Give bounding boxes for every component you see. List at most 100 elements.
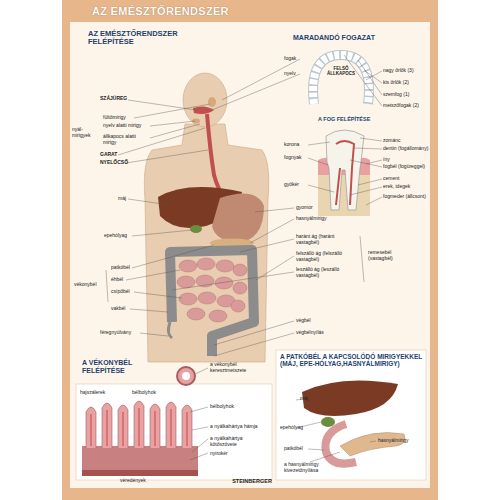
part-label: bélbolyhok: [132, 390, 156, 396]
small-intestine-loop: [231, 300, 245, 312]
part-label: remesebél (vastagbél): [368, 250, 414, 261]
part-label: fognyak: [284, 155, 302, 161]
part-label: a vékonybél keresztmetszete: [210, 362, 268, 373]
bracket: [360, 236, 364, 282]
salivary-gland: [208, 97, 216, 107]
small-intestine-loop: [233, 264, 247, 276]
pulp: [336, 141, 354, 205]
part-label: nyelv: [284, 71, 296, 77]
tooth: [326, 130, 364, 210]
poster-title: AZ EMÉSZTŐRENDSZER: [92, 5, 229, 17]
part-label: vakbél: [111, 306, 125, 312]
part-label: patkóbél: [284, 446, 303, 452]
small-intestine-loop: [209, 310, 227, 322]
publisher-mark: STEINBERGER: [222, 478, 282, 484]
leader-line: [134, 104, 210, 118]
part-label: NYELŐCSŐ: [100, 160, 128, 166]
gallbladder: [190, 225, 202, 233]
part-label: erek, idegek: [383, 184, 410, 190]
leader-line: [132, 230, 192, 236]
part-label: dentin (fogállomány): [383, 146, 428, 152]
part-label: fogmeder (állcsont): [383, 194, 426, 200]
part-label: GARAT: [100, 152, 117, 158]
part-label: a nyálkahártya hámja: [210, 424, 268, 430]
leader-lines: [106, 55, 382, 462]
part-label: bélbolyhok: [210, 404, 234, 410]
part-label: máj: [118, 196, 126, 202]
part-label: gyomor: [296, 205, 313, 211]
section-heading: AZ EMÉSZTŐRENDSZER FELÉPÍTÉSE: [88, 30, 208, 47]
part-label: SZÁJÜREG: [100, 96, 127, 102]
mucosa-base: [82, 446, 198, 470]
capillaries: [91, 408, 187, 446]
part-label: fültőmirigy: [103, 115, 126, 121]
leader-line: [140, 333, 168, 336]
part-label: patkóbél: [111, 265, 130, 271]
leader-line: [350, 138, 382, 205]
mouth-cavity: [193, 106, 214, 114]
leader-line: [212, 59, 300, 110]
leader-line: [128, 199, 170, 205]
part-label: vékonybél: [74, 282, 97, 288]
gallbladder: [321, 417, 335, 427]
leader-line: [214, 321, 294, 356]
poster-frame: [62, 0, 438, 500]
tooth-section: [318, 130, 370, 216]
part-label: epehólyag: [280, 425, 303, 431]
small-intestine-loop: [198, 292, 216, 304]
appendix: [168, 322, 172, 338]
part-label: állkapocs alatti mirigy: [103, 134, 149, 145]
part-label: íny: [383, 157, 390, 163]
body-illustration: [144, 73, 268, 362]
part-label: féregnyúlvány: [100, 330, 131, 336]
villi-illustration: [82, 367, 198, 476]
leader-line: [250, 208, 294, 243]
liver: [302, 380, 398, 416]
muscle-layer: [82, 470, 198, 476]
dental-arch: [313, 55, 369, 104]
leader-line: [130, 309, 168, 312]
part-label: hasnyálmirigy: [378, 438, 409, 444]
part-label: fogbél (fogüreggel): [383, 164, 425, 170]
teeth: [313, 55, 369, 104]
part-label: haránt ág (haránt vastagbél): [296, 234, 356, 245]
small-intestine: [177, 258, 247, 322]
esophagus: [207, 114, 226, 200]
small-intestine-loop: [179, 293, 197, 305]
small-intestine-loop: [197, 258, 215, 270]
part-label: metszőfogak (2): [383, 103, 419, 109]
poster-panel: [70, 22, 430, 488]
leader-line: [344, 55, 382, 106]
leader-line: [296, 398, 376, 462]
leader-line: [172, 239, 294, 290]
part-label: leszálló ág (leszálló vastagbél): [296, 267, 360, 278]
small-intestine-loop: [179, 260, 197, 272]
leader-line: [150, 124, 200, 138]
duodenum-illustration: [302, 380, 405, 463]
part-label: hajszálerek: [80, 390, 105, 396]
part-label: máj: [300, 396, 308, 402]
small-intestine-loop: [216, 260, 234, 272]
part-label: zománc: [383, 138, 401, 144]
part-label: fogak: [284, 56, 296, 62]
part-label: éhbél: [111, 277, 123, 283]
inset-panel: [276, 350, 426, 480]
leader-line: [308, 142, 334, 192]
leader-line: [126, 270, 180, 280]
part-label: kis őrlők (2): [383, 80, 409, 86]
leader-line: [134, 292, 182, 298]
part-label: gyökér: [284, 182, 299, 188]
section-heading: A FOG FELÉPÍTÉSE: [318, 116, 370, 122]
part-label: nyirokér: [210, 451, 228, 457]
part-label: hasnyálmirigy: [296, 216, 327, 222]
part-label: nyál-mirigyek: [72, 127, 100, 138]
leader-line: [150, 121, 195, 126]
small-intestine-loop: [233, 282, 247, 294]
inset-panel: [76, 384, 272, 480]
leader-line: [132, 245, 214, 268]
part-label: végbélnyílás: [296, 330, 324, 336]
leader-line: [118, 128, 205, 155]
arch-outline: [313, 55, 369, 104]
part-label: korona: [284, 142, 299, 148]
